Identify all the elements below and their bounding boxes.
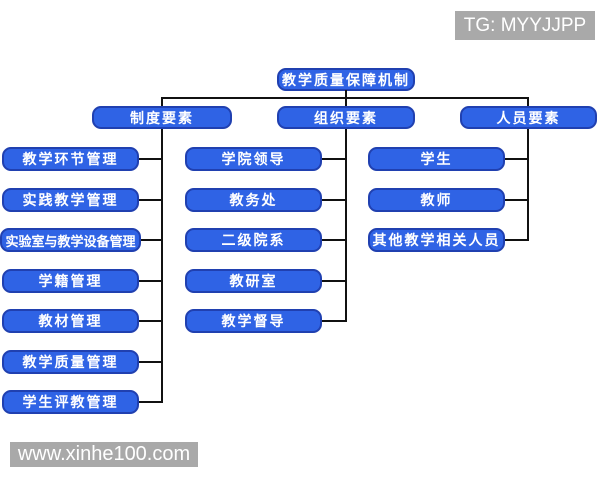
node-branch-personnel: 人员要素 — [460, 106, 597, 129]
connector-line — [139, 280, 163, 282]
connector-line — [139, 361, 163, 363]
node-college-leadership: 学院领导 — [185, 147, 322, 171]
connector-line — [161, 129, 163, 403]
connector-line — [527, 97, 529, 106]
connector-line — [139, 401, 163, 403]
node-teaching-research-office: 教研室 — [185, 269, 322, 293]
connector-line — [322, 239, 347, 241]
connector-line — [139, 158, 163, 160]
connector-line — [505, 199, 529, 201]
connector-line — [322, 280, 347, 282]
node-students: 学生 — [368, 147, 505, 171]
node-practical-teaching-mgmt: 实践教学管理 — [2, 188, 139, 212]
connector-line — [345, 90, 347, 98]
node-teaching-quality-mgmt: 教学质量管理 — [2, 350, 139, 374]
node-student-status-mgmt: 学籍管理 — [2, 269, 139, 293]
node-academic-affairs-office: 教务处 — [185, 188, 322, 212]
node-teachers: 教师 — [368, 188, 505, 212]
connector-line — [161, 97, 163, 106]
node-branch-organization: 组织要素 — [277, 106, 415, 129]
connector-line — [322, 199, 347, 201]
tg-badge: TG: MYYJJPP — [455, 11, 595, 40]
connector-line — [505, 239, 529, 241]
connector-line — [139, 199, 163, 201]
node-root: 教学质量保障机制 — [277, 68, 415, 91]
node-secondary-departments: 二级院系 — [185, 228, 322, 252]
connector-line — [345, 97, 347, 106]
node-teaching-supervision: 教学督导 — [185, 309, 322, 333]
connector-line — [141, 239, 163, 241]
connector-line — [505, 158, 529, 160]
node-lab-equipment-mgmt: 实验室与教学设备管理 — [0, 228, 141, 252]
connector-line — [322, 320, 347, 322]
node-teaching-process-mgmt: 教学环节管理 — [2, 147, 139, 171]
connector-line — [527, 129, 529, 241]
node-textbook-mgmt: 教材管理 — [2, 309, 139, 333]
node-other-teaching-personnel: 其他教学相关人员 — [368, 228, 505, 252]
connector-line — [139, 320, 163, 322]
connector-line — [322, 158, 347, 160]
node-student-evaluation-mgmt: 学生评教管理 — [2, 390, 139, 414]
watermark: www.xinhe100.com — [10, 442, 198, 467]
node-branch-system: 制度要素 — [92, 106, 232, 129]
connector-line — [345, 129, 347, 322]
